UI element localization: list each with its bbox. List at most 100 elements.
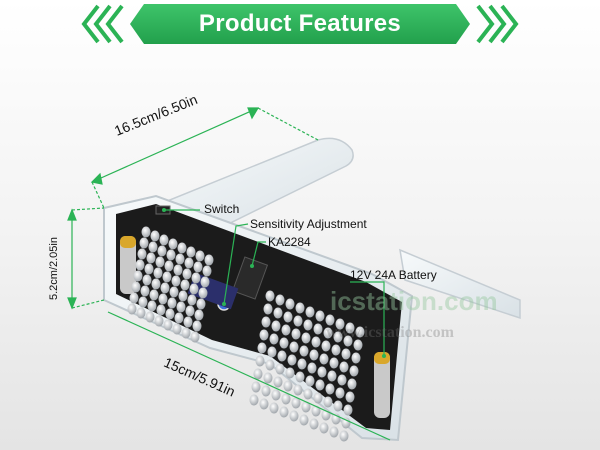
led: [353, 339, 363, 351]
led: [277, 350, 287, 362]
led: [137, 248, 147, 260]
led: [187, 294, 197, 306]
led: [269, 333, 279, 345]
header-banner: Product Features: [130, 4, 470, 44]
led: [191, 272, 201, 284]
led: [165, 308, 175, 320]
led: [190, 331, 200, 343]
led: [194, 309, 204, 321]
led: [138, 296, 148, 308]
led: [333, 331, 343, 343]
led: [162, 271, 172, 283]
led: [200, 276, 210, 288]
led: [295, 371, 305, 383]
led: [261, 316, 271, 328]
led: [279, 337, 289, 349]
chevron-right-decoration: [476, 4, 519, 44]
led: [185, 305, 195, 317]
led: [339, 361, 349, 373]
callout-battery: 12V 24A Battery: [350, 268, 437, 282]
temple-arm: [147, 137, 354, 233]
led: [168, 238, 178, 250]
callout-switch: Switch: [204, 202, 240, 216]
led: [133, 270, 143, 282]
led: [311, 336, 321, 348]
led: [291, 397, 301, 409]
temple-arm-far: [399, 248, 521, 320]
led: [163, 319, 173, 331]
led: [295, 302, 305, 314]
leader-sensitivity: [223, 223, 249, 305]
battery-right: [374, 352, 390, 418]
led: [182, 268, 192, 280]
led: [343, 404, 353, 416]
led: [135, 259, 145, 271]
led: [345, 391, 355, 403]
led: [181, 327, 191, 339]
led: [355, 326, 365, 338]
led: [343, 335, 353, 347]
led: [315, 310, 325, 322]
chevron-left-decoration: [81, 4, 124, 44]
led: [301, 401, 311, 413]
led: [183, 316, 193, 328]
leader-chip: [251, 241, 266, 267]
led: [154, 315, 164, 327]
led: [192, 320, 202, 332]
led: [337, 374, 347, 386]
led: [174, 312, 184, 324]
led: [257, 342, 267, 354]
led: [309, 418, 319, 430]
led: [307, 362, 317, 374]
led: [149, 289, 159, 301]
microphone-board: [187, 272, 239, 310]
led: [273, 376, 283, 388]
led: [329, 357, 339, 369]
led: [263, 372, 273, 384]
led: [160, 282, 170, 294]
led: [285, 298, 295, 310]
led: [319, 422, 329, 434]
led: [148, 241, 158, 253]
led: [305, 306, 315, 318]
led: [189, 283, 199, 295]
led: [173, 264, 183, 276]
led: [249, 394, 259, 406]
led: [315, 379, 325, 391]
led: [259, 329, 269, 341]
led: [305, 375, 315, 387]
led: [146, 252, 156, 264]
led: [142, 274, 152, 286]
led: [263, 303, 273, 315]
led: [178, 290, 188, 302]
banner-title: Product Features: [198, 10, 402, 37]
led: [313, 323, 323, 335]
led: [349, 365, 359, 377]
callout-sensitivity: Sensitivity Adjustment: [250, 217, 367, 231]
led: [265, 290, 275, 302]
led: [325, 383, 335, 395]
led: [303, 388, 313, 400]
led: [265, 359, 275, 371]
led: [136, 307, 146, 319]
led: [291, 328, 301, 340]
led: [323, 396, 333, 408]
led: [289, 410, 299, 422]
led: [155, 256, 165, 268]
led: [303, 319, 313, 331]
led: [141, 226, 151, 238]
led: [285, 367, 295, 379]
led: [351, 352, 361, 364]
led: [345, 322, 355, 334]
led: [329, 426, 339, 438]
led: [251, 381, 261, 393]
led: [151, 278, 161, 290]
led: [202, 265, 212, 277]
led: [281, 393, 291, 405]
led: [319, 353, 329, 365]
led: [293, 315, 303, 327]
led: [167, 297, 177, 309]
led: [283, 311, 293, 323]
